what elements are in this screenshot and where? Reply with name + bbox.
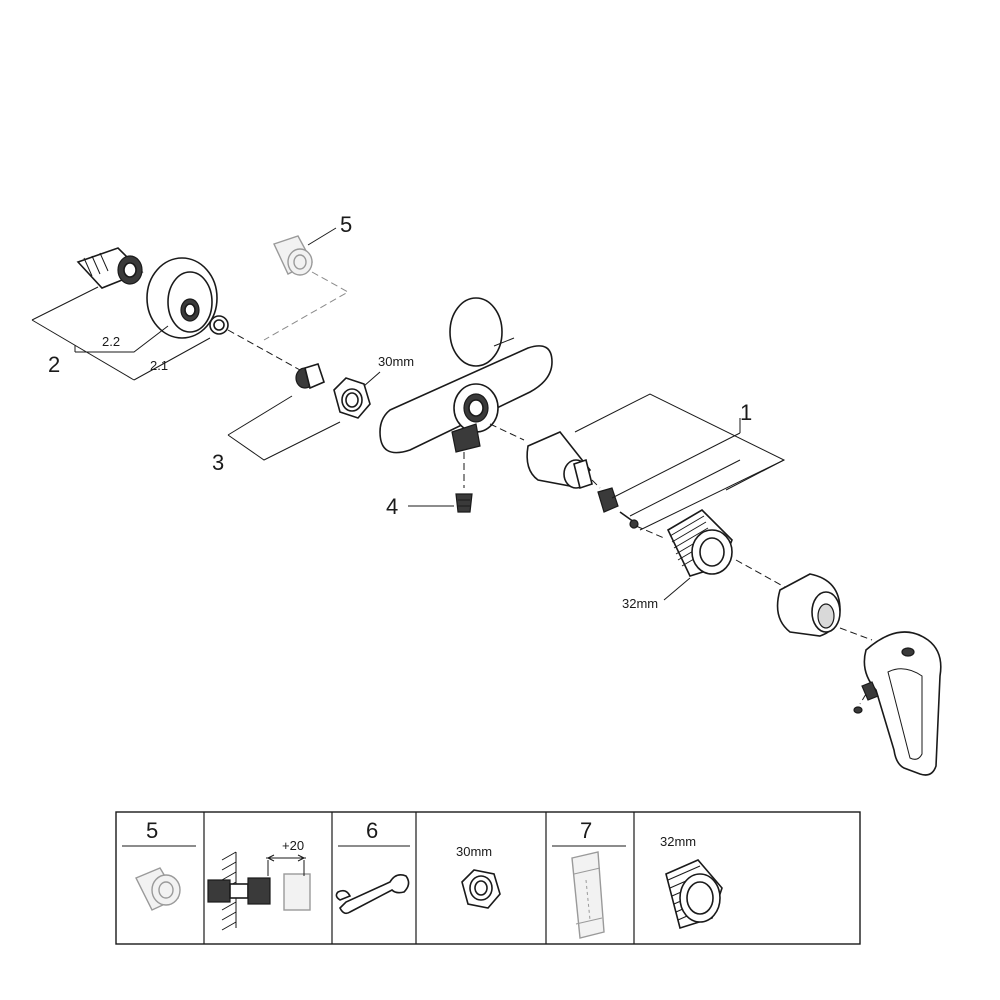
axis-line-3 (489, 423, 525, 441)
axis-line-7 (839, 627, 873, 641)
callout-2-2: 2.2 (102, 334, 120, 349)
filter-insert (455, 493, 473, 513)
spanner-icon (335, 874, 410, 915)
lever-screw (853, 681, 879, 714)
ring-leader (663, 577, 691, 601)
callout-2-1: 2.1 (150, 358, 168, 373)
axis-line-4 (591, 479, 601, 489)
callout-2-leaders (31, 286, 211, 381)
extension-length-label: +20 (282, 838, 304, 853)
callout-5: 5 (340, 212, 352, 237)
callout-3: 3 (212, 450, 224, 475)
extension-piece-icon (135, 867, 181, 911)
mixer-body (379, 297, 553, 454)
extension-axis (263, 271, 350, 341)
adapter-screw (597, 487, 619, 513)
hex-nut-icon (461, 869, 501, 909)
nut-size-table-label: 30mm (456, 844, 492, 859)
ring-size-table-label: 32mm (660, 834, 696, 849)
table-header-5: 5 (146, 818, 158, 843)
callout-4: 4 (386, 494, 398, 519)
washer (209, 315, 229, 335)
hex-nut-30mm (333, 377, 371, 419)
axis-line-1 (227, 329, 301, 371)
callout-2: 2 (48, 352, 60, 377)
ring-size-label: 32mm (622, 596, 658, 611)
table-header-7: 7 (580, 818, 592, 843)
pipe-nipple (295, 363, 325, 390)
tiny-screw (619, 511, 639, 529)
callout-5-leader (307, 227, 337, 246)
cartridge-tool-icon (571, 851, 605, 939)
callout-1-leaders (574, 393, 786, 531)
wall-extension-icon (207, 851, 311, 931)
cover-sleeve (776, 573, 841, 637)
axis-line-6 (735, 559, 791, 591)
extension-piece (273, 235, 313, 276)
callout-1: 1 (740, 400, 752, 425)
threaded-ring-icon (665, 859, 723, 930)
connector-fitting (76, 247, 144, 289)
wall-rosette (146, 257, 218, 339)
callout-3-leaders (227, 395, 341, 461)
nut-size-label: 30mm (378, 354, 414, 369)
accessory-table (115, 811, 861, 945)
cartridge (526, 431, 593, 490)
lever-handle (863, 631, 942, 776)
threaded-ring-32mm (666, 508, 733, 577)
nut-leader (363, 371, 381, 387)
table-header-6: 6 (366, 818, 378, 843)
axis-line-5 (635, 525, 665, 539)
